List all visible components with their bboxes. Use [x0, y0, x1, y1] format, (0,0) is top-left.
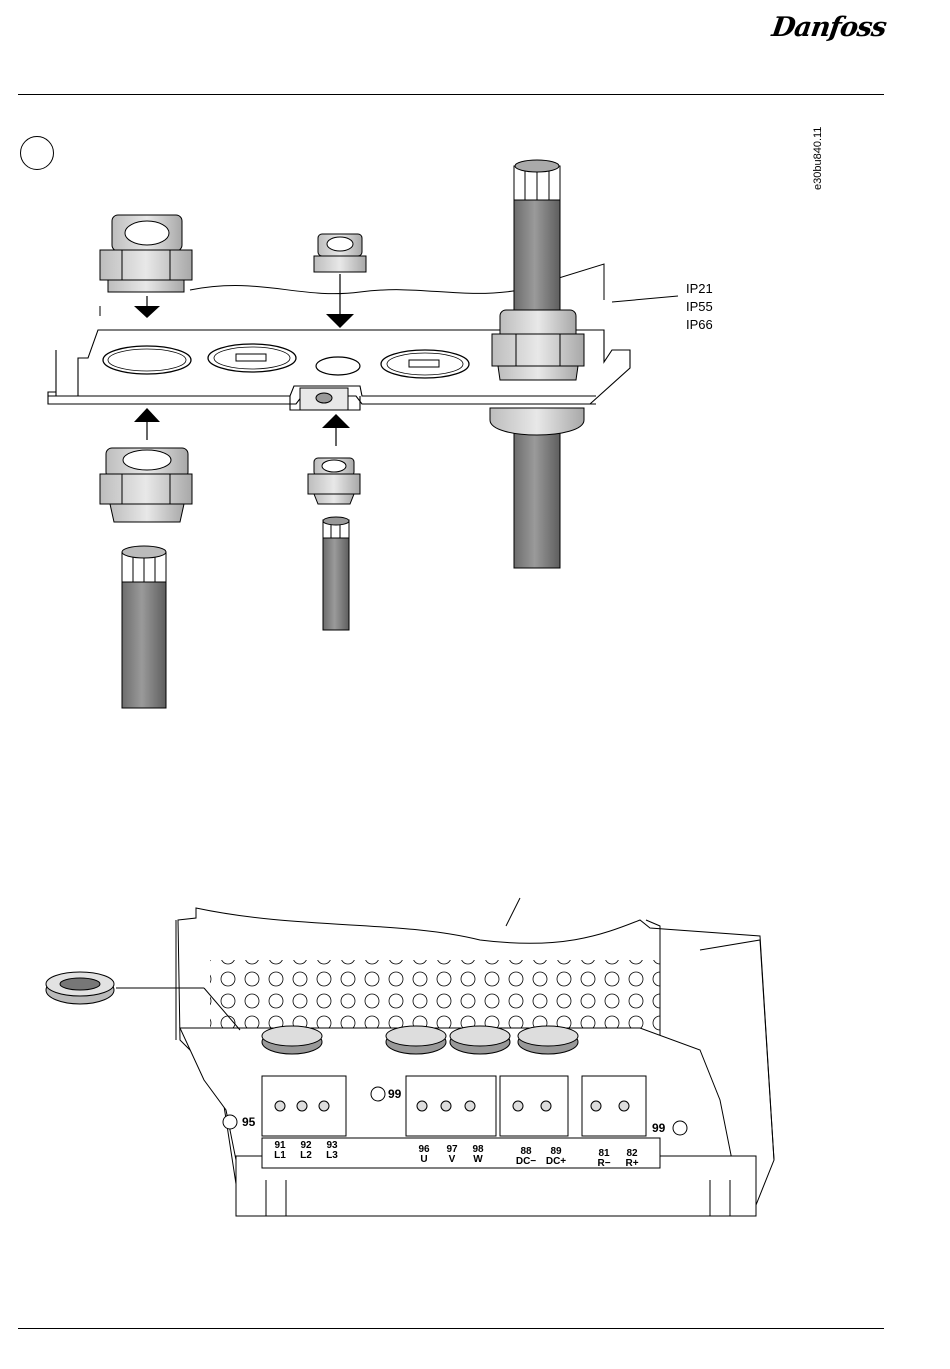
ground-label-99: 99: [652, 1121, 666, 1135]
footer-rule: [18, 1328, 884, 1329]
terminal-name-81: R−: [597, 1158, 610, 1169]
gland-body-small-bottom: [308, 458, 360, 504]
ground-label-95: 95: [242, 1115, 256, 1129]
terminal-name-82: R+: [625, 1158, 638, 1169]
terminal-name-89: DC+: [546, 1156, 566, 1167]
gland-body-large-bottom: [100, 448, 192, 522]
terminal-name-93: L3: [326, 1150, 338, 1161]
terminal-name-97: V: [449, 1154, 456, 1165]
loose-grommet: [46, 972, 114, 1004]
cable-small: [323, 517, 349, 630]
terminal-block-illustration: 91 L1 92 L2 93 L3 96 U 97 V 98 W 88 DC− …: [0, 880, 950, 1240]
terminal-name-92: L2: [300, 1150, 312, 1161]
terminal-name-91: L1: [274, 1150, 286, 1161]
terminal-name-88: DC−: [516, 1156, 536, 1167]
ground-label-mid: 99: [388, 1087, 402, 1101]
gland-plate-illustration: [0, 0, 950, 760]
gland-nut-large-top: [100, 215, 192, 292]
cable-right-installed: [490, 160, 584, 568]
gland-nut-small-top: [314, 234, 366, 272]
terminal-name-98: W: [473, 1154, 483, 1165]
cable-left: [122, 546, 166, 708]
terminal-name-96: U: [420, 1154, 427, 1165]
